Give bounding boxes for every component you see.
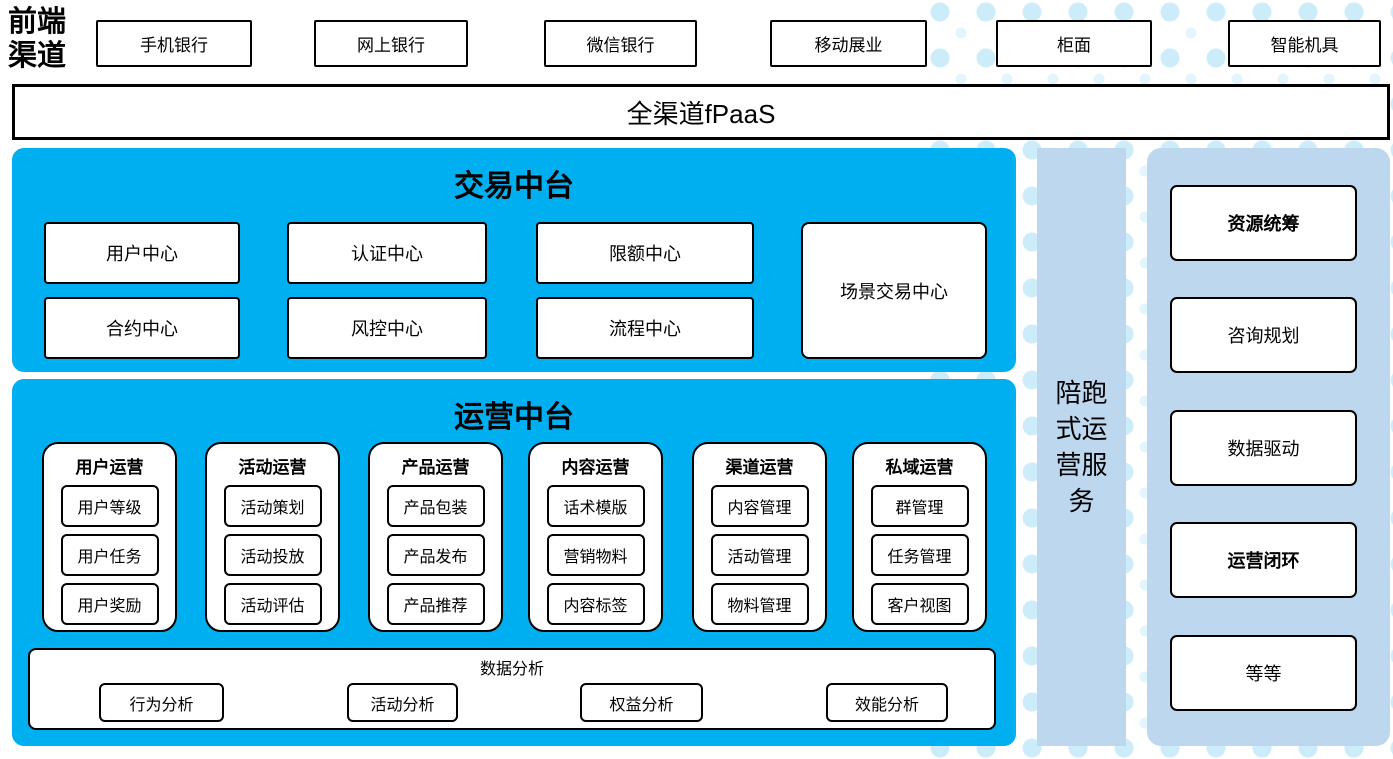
ops-item: 用户任务 [60, 534, 159, 576]
ops-card-title: 私域运营 [885, 458, 954, 477]
ops-card-title: 渠道运营 [725, 458, 794, 477]
service-box-data-driven: 数据驱动 [1170, 410, 1357, 486]
ops-item: 任务管理 [870, 534, 969, 576]
center-box-user: 用户中心 [44, 222, 240, 284]
operation-platform-title: 运营中台 [454, 401, 574, 434]
ops-item: 客户视图 [870, 583, 969, 625]
fpaas-bar: 全渠道fPaaS [12, 84, 1390, 140]
channel-box-mobile-banking: 手机银行 [96, 20, 252, 67]
ops-item: 活动评估 [223, 583, 322, 625]
analysis-box-activity: 活动分析 [347, 683, 458, 722]
center-box-auth: 认证中心 [287, 222, 487, 284]
ops-item: 内容管理 [710, 485, 809, 527]
ops-item: 用户奖励 [60, 583, 159, 625]
service-box-resource: 资源统筹 [1170, 185, 1357, 261]
ops-item: 群管理 [870, 485, 969, 527]
center-box-process: 流程中心 [536, 297, 754, 359]
channel-box-smart-device: 智能机具 [1228, 20, 1381, 67]
data-analysis-container: 数据分析 行为分析 活动分析 权益分析 效能分析 [28, 648, 996, 730]
ops-item: 活动投放 [223, 534, 322, 576]
ops-item: 产品发布 [386, 534, 485, 576]
ops-card-title: 产品运营 [401, 458, 470, 477]
service-box-closed-loop: 运营闭环 [1170, 522, 1357, 598]
ops-card-title: 活动运营 [238, 458, 307, 477]
transaction-platform-title: 交易中台 [454, 170, 574, 203]
channel-box-counter: 柜面 [996, 20, 1152, 67]
transaction-platform-panel: 交易中台 用户中心 认证中心 限额中心 合约中心 风控中心 流程中心 场景交易中… [12, 148, 1016, 372]
center-box-limit: 限额中心 [536, 222, 754, 284]
ops-item: 内容标签 [546, 583, 645, 625]
ops-card-activity: 活动运营 活动策划 活动投放 活动评估 [205, 442, 340, 632]
service-box-consulting: 咨询规划 [1170, 297, 1357, 373]
ops-item: 物料管理 [710, 583, 809, 625]
channel-box-mobile-business: 移动展业 [770, 20, 927, 67]
ops-item: 活动管理 [710, 534, 809, 576]
operation-platform-panel: 运营中台 用户运营 用户等级 用户任务 用户奖励 活动运营 活动策划 活动投放 … [12, 379, 1016, 746]
data-analysis-title: 数据分析 [479, 661, 544, 678]
center-box-contract: 合约中心 [44, 297, 240, 359]
ops-item: 用户等级 [60, 485, 159, 527]
ops-card-product: 产品运营 产品包装 产品发布 产品推荐 [368, 442, 503, 632]
center-box-scenario-transaction: 场景交易中心 [801, 222, 987, 359]
ops-card-content: 内容运营 话术模版 营销物料 内容标签 [528, 442, 663, 632]
ops-item: 产品推荐 [386, 583, 485, 625]
ops-card-title: 用户运营 [75, 458, 144, 477]
analysis-box-efficiency: 效能分析 [826, 683, 948, 722]
ops-item: 产品包装 [386, 485, 485, 527]
channel-box-wechat-banking: 微信银行 [544, 20, 697, 67]
center-box-risk: 风控中心 [287, 297, 487, 359]
accompany-service-bar: 陪跑式运营服务 [1037, 148, 1126, 746]
ops-card-title: 内容运营 [561, 458, 630, 477]
ops-card-channel: 渠道运营 内容管理 活动管理 物料管理 [692, 442, 827, 632]
service-list-panel: 资源统筹 咨询规划 数据驱动 运营闭环 等等 [1147, 148, 1390, 746]
ops-card-user: 用户运营 用户等级 用户任务 用户奖励 [42, 442, 177, 632]
analysis-box-rights: 权益分析 [580, 683, 703, 722]
channel-box-online-banking: 网上银行 [314, 20, 468, 67]
accompany-service-label: 陪跑式运营服务 [1055, 378, 1108, 516]
ops-item: 活动策划 [223, 485, 322, 527]
ops-item: 话术模版 [546, 485, 645, 527]
front-channel-label: 前端渠道 [8, 4, 67, 72]
ops-item: 营销物料 [546, 534, 645, 576]
service-box-etc: 等等 [1170, 635, 1357, 711]
ops-card-private-domain: 私域运营 群管理 任务管理 客户视图 [852, 442, 987, 632]
analysis-box-behavior: 行为分析 [99, 683, 224, 722]
